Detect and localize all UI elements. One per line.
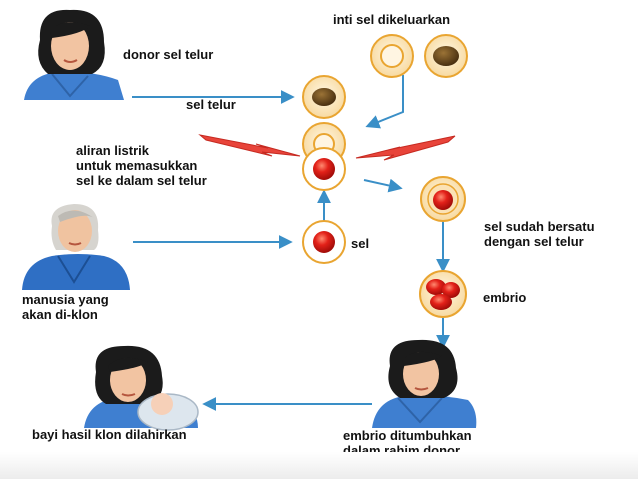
egg-cell bbox=[302, 75, 346, 119]
label-donor: donor sel telur bbox=[123, 47, 214, 62]
lightning-icon bbox=[198, 134, 456, 161]
label-egg-cell: sel telur bbox=[186, 97, 236, 112]
cell-empty bbox=[370, 34, 414, 78]
woman-donor-icon bbox=[24, 9, 124, 100]
mother-baby-icon bbox=[84, 345, 199, 431]
cell-extracted-nucleus bbox=[424, 34, 468, 78]
egg-cell-with-cell bbox=[302, 122, 346, 191]
fused-cell bbox=[420, 176, 466, 222]
man-clone-icon bbox=[22, 204, 130, 290]
woman-carrier-icon bbox=[372, 339, 477, 428]
bottom-band bbox=[0, 452, 638, 479]
label-fused: sel sudah bersatu dengan sel telur bbox=[484, 219, 595, 249]
donor-cell bbox=[302, 220, 346, 264]
arrow-to-fused bbox=[363, 178, 403, 193]
label-electric: aliran listrik untuk memasukkan sel ke d… bbox=[76, 143, 207, 188]
embryo-cell bbox=[419, 270, 467, 318]
label-embryo: embrio bbox=[483, 290, 527, 305]
label-nucleus-removed: inti sel dikeluarkan bbox=[333, 12, 451, 27]
arrows bbox=[132, 75, 450, 411]
label-cell: sel bbox=[351, 236, 370, 251]
baby-head bbox=[151, 393, 173, 415]
label-born: bayi hasil klon dilahirkan bbox=[32, 427, 187, 442]
label-clone-person: manusia yang akan di-klon bbox=[22, 292, 109, 322]
arrow-nucleus-to-egg bbox=[365, 75, 404, 129]
